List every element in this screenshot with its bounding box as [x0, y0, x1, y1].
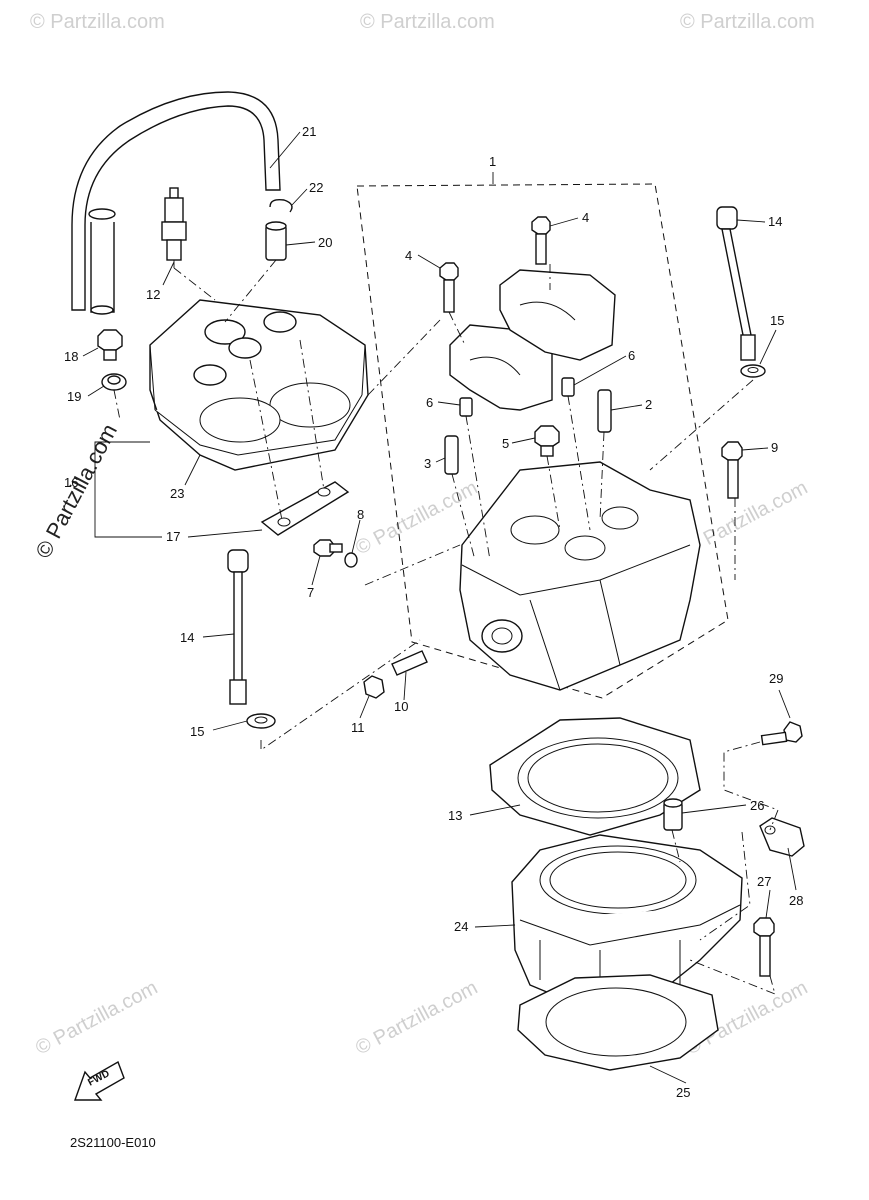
bolt-7: [313, 539, 343, 557]
callout-23: 23: [170, 486, 184, 501]
bolt-4-left: [439, 262, 459, 313]
callout-4-left: 4: [405, 248, 412, 263]
diagram-code: 2S21100-E010: [70, 1135, 156, 1150]
callout-13: 13: [448, 808, 462, 823]
callout-5: 5: [502, 436, 509, 451]
callout-6-left: 6: [426, 395, 433, 410]
watermark: © Partzilla.com: [352, 977, 481, 1060]
callouts: 1 2 3 4 4 5 6 6 7 8 9 10 11 12 13 14 14 …: [64, 124, 803, 1100]
callout-12: 12: [146, 287, 160, 302]
bolt-18: [97, 329, 123, 361]
callout-26: 26: [750, 798, 764, 813]
grommet-19: [101, 373, 127, 391]
bolt-9: [721, 441, 743, 499]
callout-14-left: 14: [180, 630, 194, 645]
dowel-6-right: [561, 377, 575, 397]
callout-21: 21: [302, 124, 316, 139]
stud-10: [391, 650, 428, 676]
washer-15-left: [246, 713, 276, 729]
cover-gasket: [260, 481, 350, 536]
head-gasket: [489, 717, 701, 836]
washer-8: [344, 552, 358, 568]
washer-15-right: [740, 364, 766, 378]
cylinder-head: [459, 461, 701, 691]
hose-clip: [269, 198, 293, 213]
callout-3: 3: [424, 456, 431, 471]
watermark: © Partzilla.com: [360, 11, 495, 33]
bolt-27: [753, 917, 775, 977]
side-watermark: © Partzilla.com: [30, 420, 122, 563]
callout-1: 1: [489, 154, 496, 169]
callout-4-right: 4: [582, 210, 589, 225]
nut-11: [363, 675, 385, 699]
bolt-29: [760, 721, 803, 746]
callout-29: 29: [769, 671, 783, 686]
callout-19: 19: [67, 389, 81, 404]
callout-18: 18: [64, 349, 78, 364]
fwd-arrow: FWD: [74, 1060, 125, 1101]
callout-8: 8: [357, 507, 364, 522]
callout-22: 22: [309, 180, 323, 195]
guide-3: [444, 435, 459, 475]
callout-9: 9: [771, 440, 778, 455]
watermark: © Partzilla.com: [32, 977, 161, 1060]
bracket-28: [759, 817, 805, 857]
spark-plug: [161, 187, 187, 268]
watermark: © Partzilla.com: [682, 477, 811, 560]
bolt-14-right: [716, 206, 756, 361]
alignment-lines: [113, 259, 779, 995]
callout-24: 24: [454, 919, 468, 934]
callout-6-right: 6: [628, 348, 635, 363]
dowel-6-left: [459, 397, 473, 417]
callout-17: 17: [166, 529, 180, 544]
callout-15-left: 15: [190, 724, 204, 739]
bolt-14-left: [227, 549, 249, 705]
callout-10: 10: [394, 699, 408, 714]
guide-2: [597, 389, 612, 433]
callout-11: 11: [351, 720, 365, 735]
camshaft-caps: [449, 269, 616, 411]
cylinder: [511, 834, 743, 1011]
callout-2: 2: [645, 397, 652, 412]
bolt-4-right: [531, 216, 551, 265]
watermark: © Partzilla.com: [30, 11, 165, 33]
callout-25: 25: [676, 1085, 690, 1100]
plug-20: [265, 221, 287, 261]
callout-16: 16: [64, 475, 78, 490]
callout-15-right: 15: [770, 313, 784, 328]
callout-27: 27: [757, 874, 771, 889]
breather-hose: [71, 91, 281, 315]
bolt-5: [534, 425, 560, 457]
leader-lines: [82, 131, 797, 1084]
callout-20: 20: [318, 235, 332, 250]
base-gasket: [517, 974, 719, 1071]
callout-28: 28: [789, 893, 803, 908]
callout-7: 7: [307, 585, 314, 600]
watermark: © Partzilla.com: [680, 11, 815, 33]
cylinder-head-cover: [149, 299, 369, 471]
callout-14-right: 14: [768, 214, 782, 229]
dowel-26: [663, 798, 683, 831]
